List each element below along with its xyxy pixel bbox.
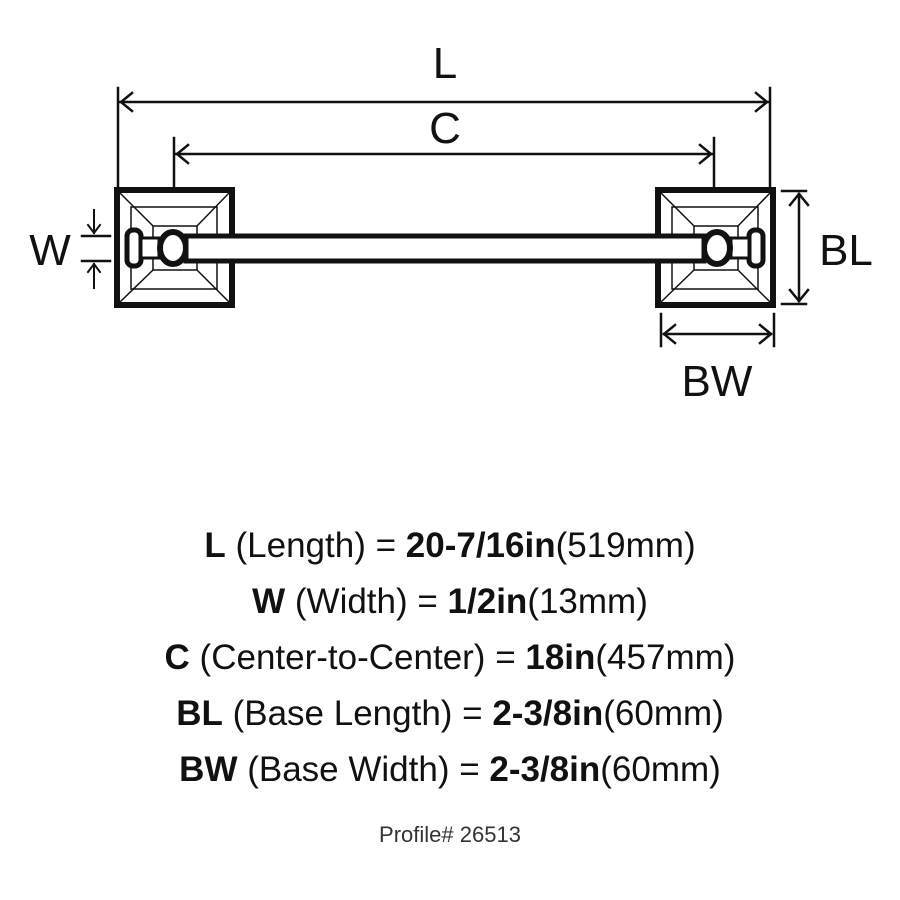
label-width: W bbox=[29, 226, 71, 275]
spec-imperial: 2-3/8in bbox=[492, 694, 604, 733]
spec-description: (Base Width) = bbox=[237, 750, 490, 789]
towel-bar-rod bbox=[183, 233, 707, 264]
spec-imperial: 2-3/8in bbox=[489, 750, 601, 789]
base-length-dimension bbox=[780, 189, 810, 306]
spec-symbol: BL bbox=[176, 694, 223, 733]
profile-number: Profile# 26513 bbox=[379, 822, 521, 847]
label-center-to-center: C bbox=[429, 104, 461, 153]
spec-metric: (13mm) bbox=[527, 582, 648, 621]
spec-symbol: C bbox=[164, 638, 190, 677]
spec-metric: (60mm) bbox=[603, 694, 724, 733]
spec-description: (Width) = bbox=[285, 582, 448, 621]
spec-imperial: 20-7/16in bbox=[405, 526, 556, 565]
dimension-specs: L (Length) = 20-7/16in(519mm) W (Width) … bbox=[0, 518, 900, 798]
spec-metric: (60mm) bbox=[600, 750, 721, 789]
center-to-center-dimension bbox=[172, 136, 716, 190]
spec-description: (Length) = bbox=[225, 526, 406, 565]
label-base-width: BW bbox=[682, 357, 753, 406]
width-dimension bbox=[80, 209, 112, 289]
spec-base-width: BW (Base Width) = 2-3/8in(60mm) bbox=[0, 742, 900, 798]
length-dimension bbox=[116, 86, 772, 190]
spec-symbol: W bbox=[252, 582, 286, 621]
spec-center-to-center: C (Center-to-Center) = 18in(457mm) bbox=[0, 630, 900, 686]
spec-description: (Base Length) = bbox=[222, 694, 493, 733]
spec-width: W (Width) = 1/2in(13mm) bbox=[0, 574, 900, 630]
spec-metric: (519mm) bbox=[555, 526, 696, 565]
spec-imperial: 1/2in bbox=[447, 582, 528, 621]
spec-symbol: L bbox=[204, 526, 226, 565]
spec-length: L (Length) = 20-7/16in(519mm) bbox=[0, 518, 900, 574]
label-length: L bbox=[433, 39, 457, 88]
base-width-dimension bbox=[659, 312, 776, 348]
label-base-length: BL bbox=[819, 226, 873, 275]
spec-base-length: BL (Base Length) = 2-3/8in(60mm) bbox=[0, 686, 900, 742]
spec-metric: (457mm) bbox=[595, 638, 736, 677]
spec-symbol: BW bbox=[179, 750, 238, 789]
spec-description: (Center-to-Center) = bbox=[189, 638, 526, 677]
towel-bar-dimension-diagram: L C W BL BW bbox=[29, 39, 873, 406]
spec-imperial: 18in bbox=[525, 638, 596, 677]
